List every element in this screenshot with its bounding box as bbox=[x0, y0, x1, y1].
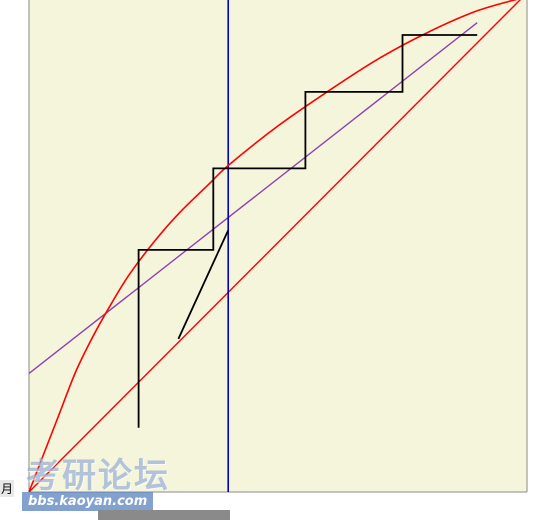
plot-background bbox=[29, 0, 527, 492]
equilibrium-curve bbox=[28, 0, 518, 493]
stage-staircase bbox=[137, 34, 478, 428]
diagonal-line bbox=[28, 0, 521, 493]
cut-off-edge-text: 月 bbox=[0, 480, 15, 497]
slanted-step-segment bbox=[177, 229, 230, 340]
bottom-scroll-strip bbox=[98, 510, 230, 520]
